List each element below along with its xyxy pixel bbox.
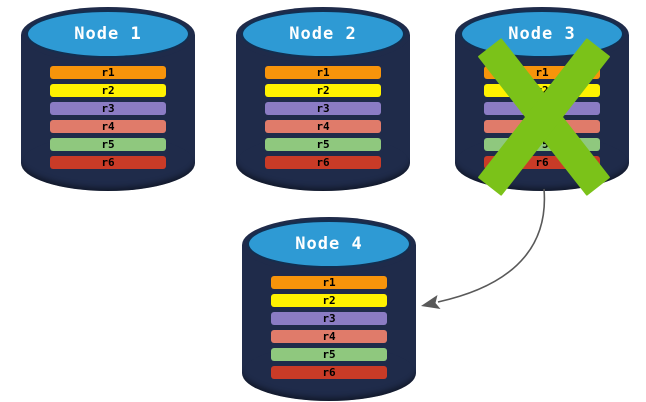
row-r3: r3 — [265, 102, 381, 115]
node-3-cylinder-top: Node 3 — [460, 10, 624, 58]
node-2-cylinder: Node 2 r1 r2 r3 r4 r5 r6 — [236, 7, 410, 191]
node-1-cylinder: Node 1 r1 r2 r3 r4 r5 r6 — [21, 7, 195, 191]
node-1-cylinder-top: Node 1 — [26, 10, 190, 58]
node-3-title: Node 3 — [508, 24, 576, 44]
arrow-curve — [437, 188, 546, 303]
row-r1: r1 — [265, 66, 381, 79]
node-1-title: Node 1 — [74, 24, 142, 44]
row-r3: r3 — [271, 312, 387, 325]
node-4-rows: r1 r2 r3 r4 r5 r6 — [271, 276, 387, 379]
row-r2: r2 — [271, 294, 387, 307]
row-r6: r6 — [265, 156, 381, 169]
node-1-rows: r1 r2 r3 r4 r5 r6 — [50, 66, 166, 169]
row-r1: r1 — [50, 66, 166, 79]
arrow-head-icon — [421, 295, 441, 309]
row-r2: r2 — [265, 84, 381, 97]
row-r4: r4 — [50, 120, 166, 133]
node-4-cylinder-top: Node 4 — [247, 220, 411, 268]
row-r4: r4 — [271, 330, 387, 343]
node-2-title: Node 2 — [289, 24, 357, 44]
failed-node-x-icon — [477, 38, 611, 196]
row-r6: r6 — [271, 366, 387, 379]
node-2-rows: r1 r2 r3 r4 r5 r6 — [265, 66, 381, 169]
node-4-title: Node 4 — [295, 234, 363, 254]
row-r1: r1 — [271, 276, 387, 289]
node-2-cylinder-top: Node 2 — [241, 10, 405, 58]
row-r5: r5 — [271, 348, 387, 361]
row-r3: r3 — [50, 102, 166, 115]
node-4-cylinder: Node 4 r1 r2 r3 r4 r5 r6 — [242, 217, 416, 401]
row-r4: r4 — [265, 120, 381, 133]
row-r5: r5 — [265, 138, 381, 151]
row-r2: r2 — [50, 84, 166, 97]
row-r6: r6 — [50, 156, 166, 169]
row-r5: r5 — [50, 138, 166, 151]
